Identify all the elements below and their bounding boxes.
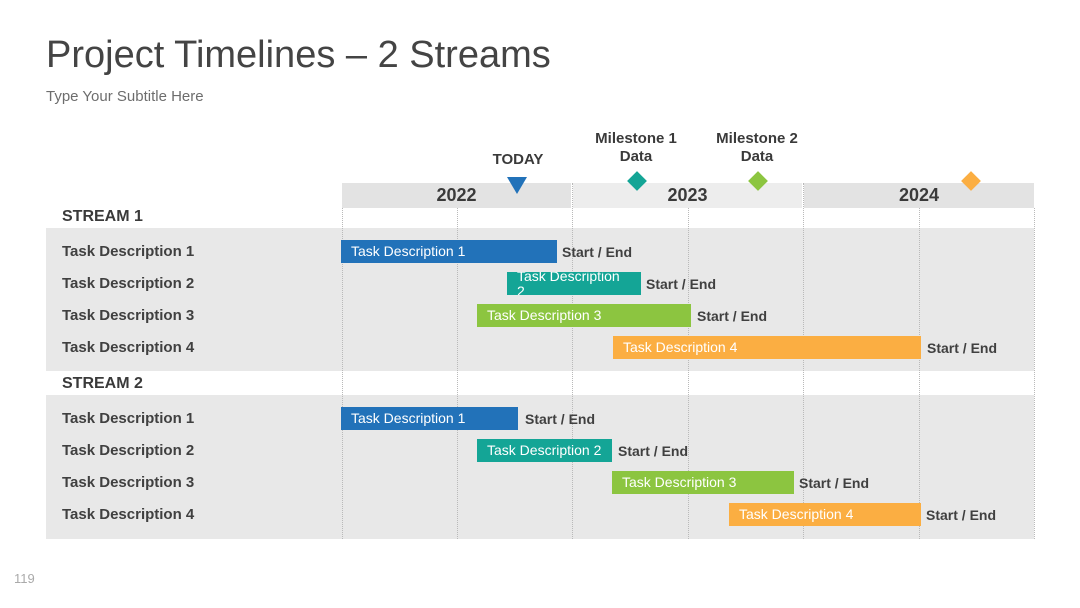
stream-2-task-1-end: Start / End	[525, 411, 596, 427]
stream-1-task-2-bar: Task Description 2	[507, 272, 641, 295]
milestone-2-label: Milestone 2 Data	[707, 130, 807, 166]
milestone-2-label-line1: Milestone 2	[716, 130, 798, 147]
year-header-2022: 2022	[342, 183, 571, 208]
bar-text: Task Description 4	[623, 339, 738, 355]
bar-text: Task Description 2	[487, 442, 602, 458]
milestone-1-label-line2: Data	[619, 148, 653, 165]
stream-1-task-3-bar: Task Description 3	[477, 304, 691, 327]
bar-text: Task Description 1	[351, 243, 466, 259]
stream-1-task-4-label: Task Description 4	[62, 339, 195, 356]
grid-line	[919, 208, 920, 539]
stream-1-task-1-end: Start / End	[562, 244, 633, 260]
stream-1-title: STREAM 1	[62, 208, 143, 225]
grid-line	[342, 208, 343, 539]
stream-2-task-4-label: Task Description 4	[62, 506, 195, 523]
grid-line	[457, 208, 458, 539]
milestone-2-label-line2: Data	[740, 148, 774, 165]
stream-2-task-2-end: Start / End	[618, 443, 689, 459]
grid-line	[1034, 208, 1035, 539]
stream-2-task-4-end: Start / End	[926, 507, 997, 523]
stream-2-task-2-bar: Task Description 2	[477, 439, 612, 462]
stream-1-task-3-label: Task Description 3	[62, 307, 195, 324]
grid-line	[572, 183, 573, 539]
stream-1-task-4-end: Start / End	[927, 340, 998, 356]
stream-2-title: STREAM 2	[62, 375, 143, 392]
year-header-2023: 2023	[573, 183, 802, 208]
slide-subtitle: Type Your Subtitle Here	[46, 88, 204, 105]
stream-2-task-1-bar: Task Description 1	[341, 407, 518, 430]
bar-text: Task Description 1	[351, 410, 466, 426]
bar-text: Task Description 2	[517, 272, 620, 295]
stream-2-task-2-label: Task Description 2	[62, 442, 195, 459]
page-number: 119	[14, 571, 35, 586]
stream-1-task-2-end: Start / End	[646, 276, 717, 292]
bar-text: Task Description 4	[739, 506, 854, 522]
today-marker-icon	[507, 177, 527, 194]
stream-1-task-2-label: Task Description 2	[62, 275, 195, 292]
grid-line	[688, 208, 689, 539]
stream-2-task-3-bar: Task Description 3	[612, 471, 794, 494]
stream-2-task-3-label: Task Description 3	[62, 474, 195, 491]
milestone-1-label: Milestone 1 Data	[586, 130, 686, 166]
milestone-1-label-line1: Milestone 1	[595, 130, 677, 147]
stream-1-task-1-label: Task Description 1	[62, 243, 195, 260]
stream-1-task-3-end: Start / End	[697, 308, 768, 324]
slide-title: Project Timelines – 2 Streams	[46, 34, 551, 76]
stream-2-task-1-label: Task Description 1	[62, 410, 195, 427]
stream-1-task-4-bar: Task Description 4	[613, 336, 921, 359]
year-header-2024: 2024	[804, 183, 1034, 208]
today-label: TODAY	[492, 151, 544, 168]
bar-text: Task Description 3	[487, 307, 602, 323]
stream-2-task-3-end: Start / End	[799, 475, 870, 491]
bar-text: Task Description 3	[622, 474, 737, 490]
stream-1-task-1-bar: Task Description 1	[341, 240, 557, 263]
grid-line	[803, 183, 804, 539]
stream-2-task-4-bar: Task Description 4	[729, 503, 921, 526]
